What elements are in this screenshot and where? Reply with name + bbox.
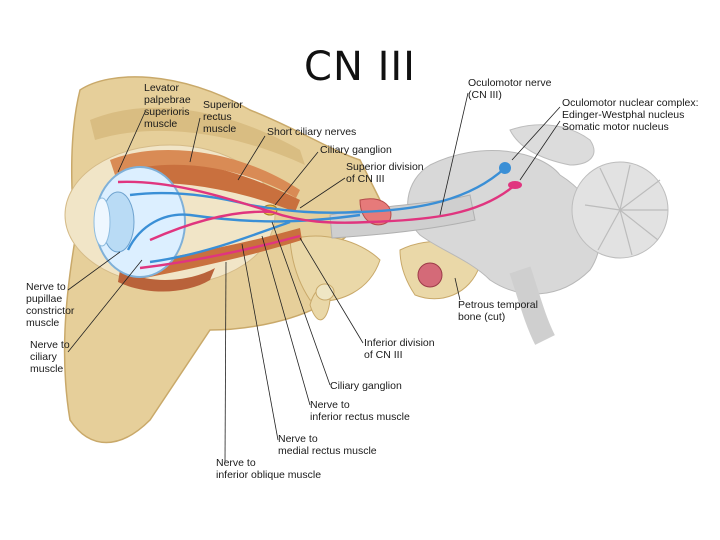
leader-lines xyxy=(67,92,561,463)
midbrain xyxy=(407,150,601,295)
label-line: Oculomotor nerve xyxy=(468,77,552,89)
label-oculomotor-nerve: Oculomotor nerve (CN III) xyxy=(468,77,551,101)
label-ciliary-ganglion-bottom: Ciliary ganglion xyxy=(330,380,402,392)
label-line: medial rectus muscle xyxy=(278,445,377,457)
label-line: Nerve to xyxy=(310,399,350,411)
inferior-rectus-muscle xyxy=(130,228,302,280)
label-line: Levator xyxy=(144,82,180,94)
page-title: CN III xyxy=(304,44,416,90)
label-nerve-inferior-oblique: Nerve to inferior oblique muscle xyxy=(216,457,321,481)
label-line: of CN III xyxy=(364,349,403,361)
label-line: ciliary xyxy=(30,351,57,363)
label-line: Petrous temporal xyxy=(458,299,538,311)
label-superior-division: Superior division of CN III xyxy=(346,161,424,185)
label-line: superioris xyxy=(144,106,190,118)
label-line: muscle xyxy=(30,363,64,375)
label-line: Nerve to xyxy=(30,339,70,351)
label-line: palpebrae xyxy=(144,94,191,106)
label-nerve-inferior-rectus: Nerve to inferior rectus muscle xyxy=(310,399,410,423)
label-petrous-bone: Petrous temporal bone (cut) xyxy=(458,299,538,323)
label-line: Oculomotor nuclear complex: xyxy=(562,97,699,109)
label-inferior-division: Inferior division of CN III xyxy=(364,337,435,361)
orbital-roof xyxy=(90,107,305,165)
label-line: Somatic motor nucleus xyxy=(562,121,669,133)
label-levator-palpebrae: Levator palpebrae superioris muscle xyxy=(144,82,191,130)
label-line: (CN III) xyxy=(468,89,502,101)
label-nerve-medial-rectus: Nerve to medial rectus muscle xyxy=(278,433,377,457)
cerebellum-folia xyxy=(584,164,668,256)
label-nuclear-complex: Oculomotor nuclear complex: Edinger-West… xyxy=(562,97,699,133)
inferior-oblique-muscle xyxy=(118,268,215,292)
label-superior-rectus: Superior rectus muscle xyxy=(203,99,243,135)
label-line: pupillae xyxy=(26,293,63,305)
label-ciliary-ganglion-top: Ciliary ganglion xyxy=(320,144,392,156)
label-nerve-to-ciliary: Nerve to ciliary muscle xyxy=(30,339,70,375)
label-line: bone (cut) xyxy=(458,311,506,323)
carotid-canal xyxy=(417,262,443,288)
label-line: muscle xyxy=(203,123,237,135)
levator-muscle xyxy=(110,150,300,198)
pituitary xyxy=(315,283,335,301)
label-short-ciliary-nerves: Short ciliary nerves xyxy=(267,126,357,138)
label-line: constrictor xyxy=(26,305,75,317)
label-line: Superior division xyxy=(346,161,424,173)
cornea xyxy=(93,197,111,247)
label-line: muscle xyxy=(144,118,178,130)
superior-rectus-muscle xyxy=(120,159,300,212)
label-line: Nerve to xyxy=(26,281,66,293)
label-nerve-to-pupillae: Nerve to pupillae constrictor muscle xyxy=(26,281,74,329)
label-line: Nerve to xyxy=(216,457,256,469)
somatic-motor-nucleus xyxy=(508,181,522,189)
pink-nerve-fibres xyxy=(117,180,516,270)
label-line: muscle xyxy=(26,317,60,329)
label-line: Nerve to xyxy=(278,433,318,445)
label-line: inferior rectus muscle xyxy=(310,411,410,423)
label-line: Edinger-Westphal nucleus xyxy=(562,109,685,121)
label-line: inferior oblique muscle xyxy=(216,469,322,481)
label-line: Inferior division xyxy=(364,337,435,349)
spinal-cord xyxy=(509,266,555,345)
label-line: of CN III xyxy=(346,173,385,185)
label-line: rectus xyxy=(203,111,232,123)
cerebrum-fragment xyxy=(509,124,595,166)
edinger-westphal-nucleus xyxy=(499,162,511,174)
label-line: Superior xyxy=(203,99,243,111)
